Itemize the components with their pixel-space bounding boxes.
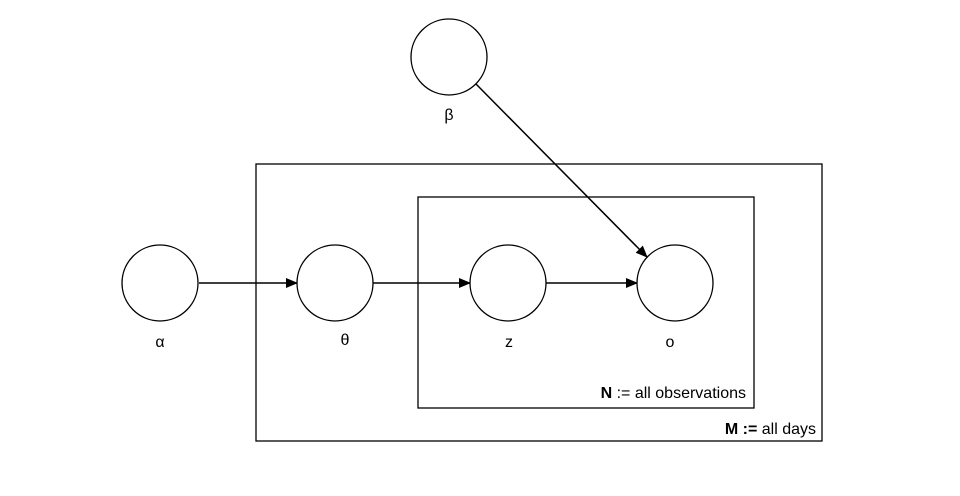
node-o (636, 244, 714, 322)
plate-desc-n: all observations (635, 385, 746, 402)
plate-assign-m: := (738, 421, 762, 438)
edge-beta-o (475, 83, 648, 258)
plate-symbol-m: M (725, 421, 738, 438)
plate-symbol-n: N (601, 385, 613, 402)
plate-label-all-observations: N := all observations (601, 385, 746, 402)
node-alpha (121, 244, 199, 322)
plate-label-all-days: M := all days (725, 421, 816, 438)
plate-assign-n: := (612, 385, 635, 402)
node-beta (410, 18, 488, 96)
label-theta: θ (341, 332, 350, 349)
plate-all-days (255, 163, 823, 442)
label-beta: β (444, 107, 453, 124)
node-theta (296, 244, 374, 322)
plate-desc-m: all days (762, 421, 816, 438)
label-z: z (505, 334, 513, 351)
plate-all-observations (417, 196, 755, 409)
node-z (469, 244, 547, 322)
label-alpha: α (155, 334, 164, 351)
label-o: o (666, 334, 675, 351)
